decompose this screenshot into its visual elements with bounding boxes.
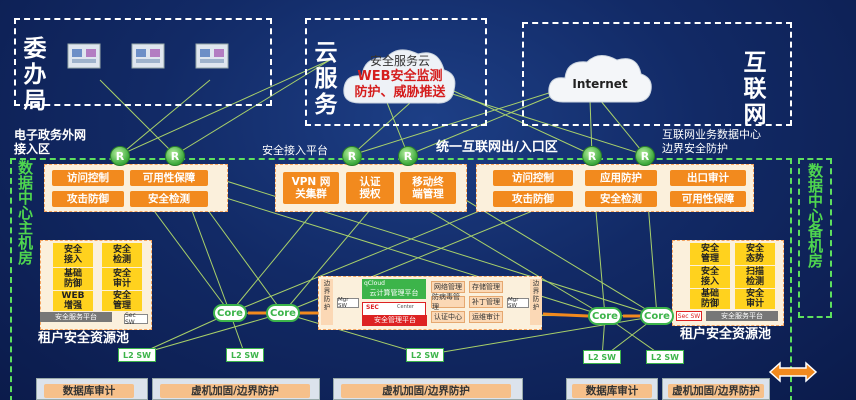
internet-cloud-icon <box>548 55 652 103</box>
platform-cell: 防病毒管理 <box>431 293 465 311</box>
db-audit-1: 数据库审计 <box>44 384 134 398</box>
cloud-mgmt-label: 云计算管理平台 <box>369 289 419 297</box>
cloud-service-text: 安全服务云 WEB安全监测 防护、威胁推送 <box>345 52 455 101</box>
left-pool-cell: 安全 审计 <box>102 268 142 290</box>
egov-zone-btn-4: 安全检测 <box>130 191 208 207</box>
l2-switch: L2 SW <box>226 348 264 362</box>
core-switch: Core <box>640 307 674 325</box>
sec-mgmt-label: 安全管理平台 <box>363 315 427 326</box>
vpn-cluster-btn: VPN 网 关集群 <box>283 172 339 204</box>
unified-internet-label: 统一互联网出/入口区 <box>436 140 558 155</box>
left-pool-cell: 安全 管理 <box>102 291 142 311</box>
platform-cell: 补丁管理 <box>469 296 503 308</box>
cloud-mgmt-panel: qCloud 云计算管理平台 <box>362 279 426 299</box>
server-icon <box>131 43 165 69</box>
server-icon <box>67 43 101 69</box>
router-icon: R <box>398 146 418 166</box>
left-pool-tag: Sec SW <box>124 312 148 326</box>
agency-box <box>14 18 272 106</box>
border-protect-right: 边 界 防 护 <box>530 279 542 325</box>
right-pool-cell: 安全 态势 <box>735 243 775 265</box>
right-pool-cell: 安全 接入 <box>690 266 730 288</box>
internet-cloud-text: Internet <box>572 77 628 91</box>
main-dc-label: 数据中心主机房 <box>16 160 34 265</box>
cloud-service-label: 云服务 <box>314 40 338 118</box>
router-icon: R <box>582 146 602 166</box>
right-pool-tag: Sec SW <box>676 311 702 321</box>
unified-zone-btn-4: 攻击防御 <box>493 191 573 207</box>
router-icon: R <box>635 146 655 166</box>
mgr-sw-left: Mgr SW <box>337 297 359 309</box>
backup-dc-box <box>798 158 832 318</box>
right-pool-footer: 安全服务平台 <box>706 311 778 321</box>
right-pool-cell: 扫描 检测 <box>735 266 775 288</box>
double-arrow-icon <box>768 361 818 383</box>
qcloud-logo: qCloud <box>364 280 385 287</box>
l2-switch: L2 SW <box>646 350 684 364</box>
cloud-icon <box>343 49 456 104</box>
left-pool-cell: 基础 防御 <box>53 268 93 290</box>
sec-mgmt-panel: SEC Center 安全管理平台 <box>362 302 427 326</box>
egov-label: 电子政务外网 接入区 <box>14 128 87 156</box>
unified-zone-btn-3: 出口审计 <box>670 170 746 186</box>
agency-label: 委办局 <box>23 36 47 114</box>
vm-hardening-2: 虚机加固/边界防护 <box>341 384 511 398</box>
core-switch: Core <box>213 304 247 322</box>
tenant-right-label: 租户安全资源池 <box>680 327 772 342</box>
border-protect-left: 边 界 防 护 <box>321 279 333 325</box>
platform-cell: 网络管理 <box>431 281 465 293</box>
sec-center: Center <box>397 304 414 310</box>
cloud-service-box <box>305 18 487 126</box>
router-icon: R <box>342 146 362 166</box>
cloud-service-line1: WEB安全监测 <box>357 69 443 84</box>
vm-hardening-3: 虚机加固/边界防护 <box>668 384 764 398</box>
left-pool-cell: WEB 增强 <box>53 291 93 311</box>
platform-cell: 运维审计 <box>469 311 503 323</box>
tenant-left-label: 租户安全资源池 <box>38 331 130 346</box>
router-icon: R <box>110 146 130 166</box>
mobile-mgmt-btn: 移动终 端管理 <box>400 172 456 204</box>
internet-label: 互联网 <box>743 50 767 128</box>
egov-zone-btn-2: 可用性保障 <box>130 170 208 186</box>
egov-zone-btn-3: 攻击防御 <box>52 191 124 207</box>
backup-dc-label: 数据中心备机房 <box>806 163 824 268</box>
unified-zone-btn-5: 安全检测 <box>585 191 657 207</box>
unified-zone-btn-2: 应用防护 <box>585 170 657 186</box>
db-audit-2: 数据库审计 <box>572 384 652 398</box>
cloud-service-line2: 防护、威胁推送 <box>354 85 446 100</box>
platform-cell: 认证中心 <box>431 311 465 323</box>
right-pool-cell: 安全 审计 <box>735 289 775 309</box>
right-pool-cell: 安全 管理 <box>690 243 730 265</box>
mgr-sw-right: Mgr SW <box>507 297 529 309</box>
egov-zone-btn-1: 访问控制 <box>52 170 124 186</box>
router-icon: R <box>165 146 185 166</box>
cloud-service-title: 安全服务云 <box>369 54 430 68</box>
core-switch: Core <box>266 304 300 322</box>
l2-switch: L2 SW <box>583 350 621 364</box>
sec-logo: SEC <box>366 304 379 311</box>
safe-access-label: 安全接入平台 <box>262 144 328 157</box>
vm-hardening-1: 虚机加固/边界防护 <box>160 384 310 398</box>
l2-switch: L2 SW <box>118 348 156 362</box>
left-pool-cell: 安全 接入 <box>53 243 93 267</box>
platform-cell: 存储管理 <box>469 281 503 293</box>
core-switch: Core <box>588 307 622 325</box>
auth-btn: 认证 授权 <box>346 172 394 204</box>
server-icon <box>195 43 229 69</box>
right-pool-cell: 基础 防御 <box>690 289 730 309</box>
left-pool-cell: 安全 检测 <box>102 243 142 267</box>
unified-zone-btn-6: 可用性保障 <box>670 191 746 207</box>
internet-box <box>522 22 792 126</box>
unified-zone-btn-1: 访问控制 <box>493 170 573 186</box>
internet-biz-label: 互联网业务数据中心 边界安全防护 <box>662 128 761 155</box>
l2-switch: L2 SW <box>406 348 444 362</box>
left-pool-footer: 安全服务平台 <box>40 312 112 322</box>
